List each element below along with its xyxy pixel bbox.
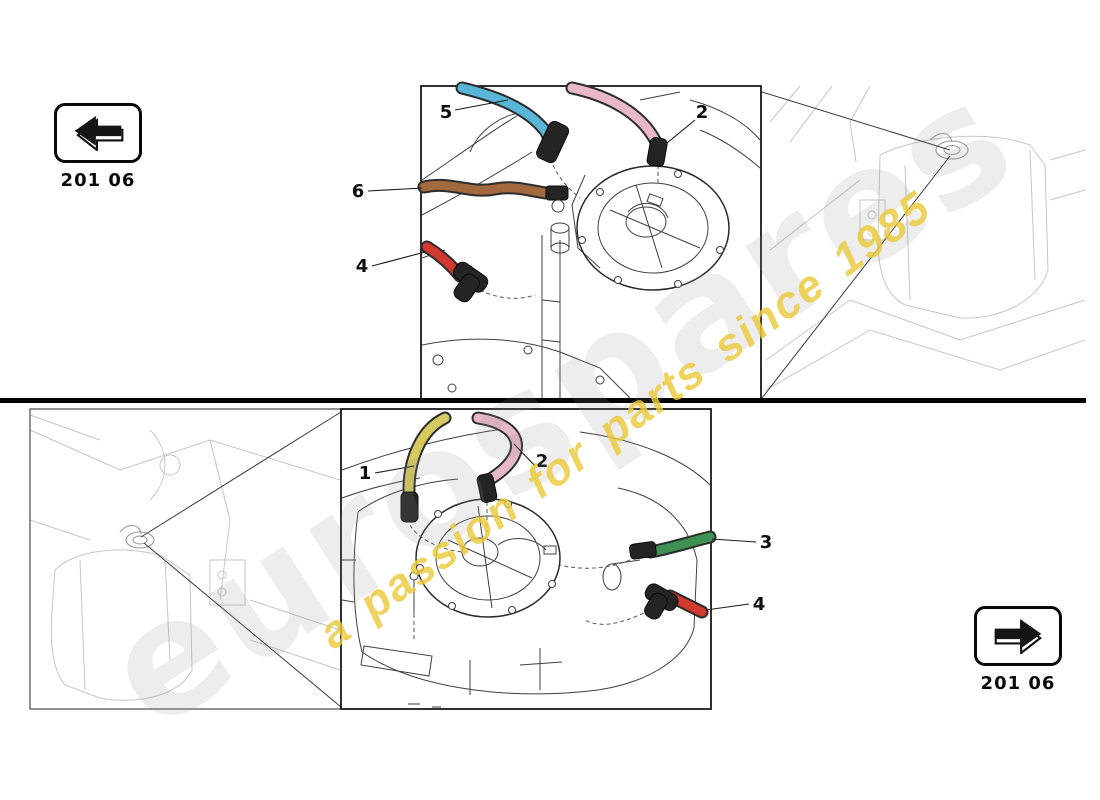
zoom-indicator-lines [140,91,951,708]
bottom-panel-callouts: 1 2 3 4 [359,443,773,615]
arrow-right-icon [994,619,1042,654]
section-badge-top-left[interactable]: 201 06 [54,103,142,191]
callout-number-4-top[interactable]: 4 [356,256,369,277]
top-panel-art [421,91,761,399]
hose-2-pink-bottom [473,413,521,483]
hose-5-blue [457,83,557,151]
badge-arrow-box [974,606,1062,666]
hose-elbow-red-top [452,261,489,303]
bottom-detail-panel [340,408,712,710]
badge-label: 201 06 [60,170,136,191]
callout-number-2-bottom[interactable]: 2 [536,451,549,472]
hose-connector-pink-bottom [476,473,498,503]
chassis-context-top-right [765,85,1086,391]
callout-number-5[interactable]: 5 [440,102,453,123]
hose-connector-pink-top [646,137,668,168]
hose-2-pink-top [567,83,661,147]
top-detail-panel [420,85,762,400]
section-divider [0,398,1086,403]
hose-elbow-red-bottom [644,583,679,620]
bottom-panel-hoses [400,411,717,620]
hose-1-yellow [404,413,450,499]
hose-connector-green [629,541,657,560]
hose-6-brown [419,180,551,198]
top-panel-hoses [417,81,668,303]
callout-number-1[interactable]: 1 [359,463,372,484]
callout-number-4-bottom[interactable]: 4 [753,594,766,615]
hose-connector-brown [545,185,569,213]
hose-connector-yellow [400,491,419,523]
chassis-context-bottom-left [29,414,341,701]
section-badge-bottom-right[interactable]: 201 06 [974,606,1062,694]
hose-connector-blue [536,120,570,164]
callout-number-2-top[interactable]: 2 [696,102,709,123]
top-panel-callouts: 5 2 6 4 [352,99,709,277]
callout-number-6[interactable]: 6 [352,181,365,202]
fuel-pump-flange-bottom-view [415,498,561,618]
badge-arrow-box [54,103,142,163]
badge-label: 201 06 [980,673,1056,694]
arrow-left-icon [74,116,124,151]
bottom-panel-art [341,427,711,708]
callout-number-3[interactable]: 3 [760,532,773,553]
fuel-pump-flange-top-view [576,165,730,291]
context-panel-border [29,408,342,710]
